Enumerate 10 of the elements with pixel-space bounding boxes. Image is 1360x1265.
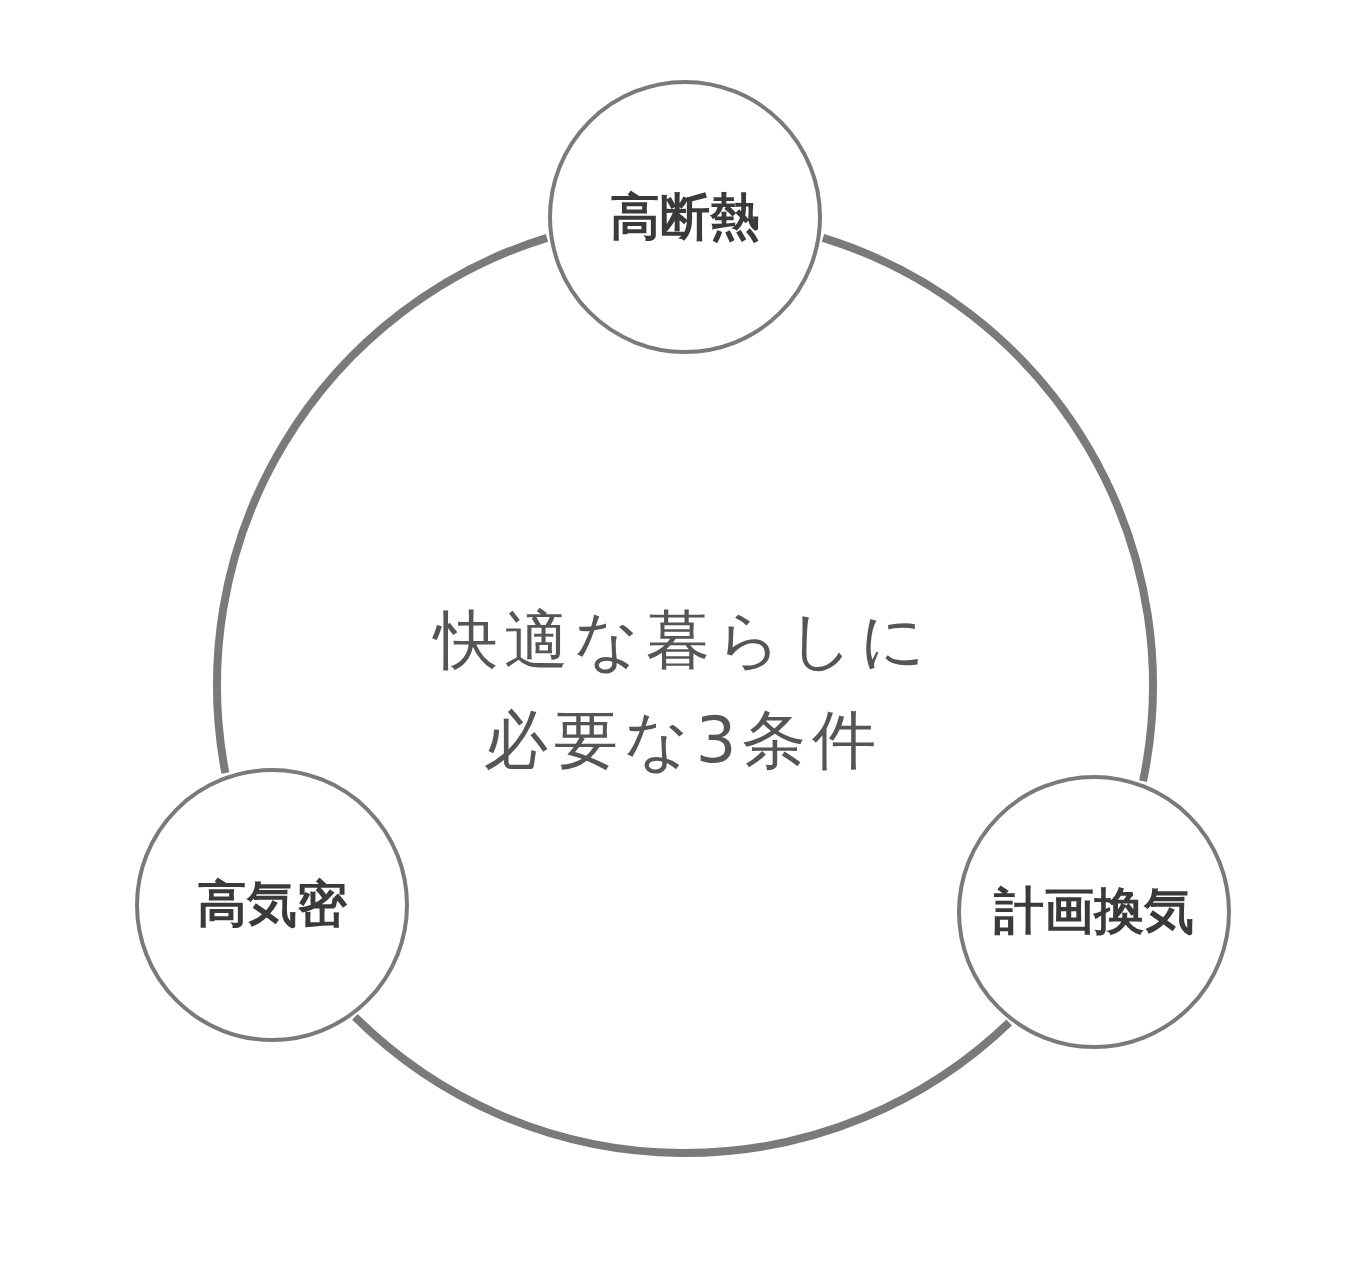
arc-connector [213,234,549,774]
arc-connector [821,234,1157,782]
circle-node [956,773,1233,1050]
node-label: 計画換気 [994,881,1195,943]
node-label: 高気密 [196,874,347,936]
arc-connector [352,1013,1012,1157]
node-label: 高断熱 [610,186,760,248]
circle-node [133,766,410,1043]
circle-node [547,79,823,355]
center-text: 快適な暮らしに必要な3条件 [433,602,933,779]
